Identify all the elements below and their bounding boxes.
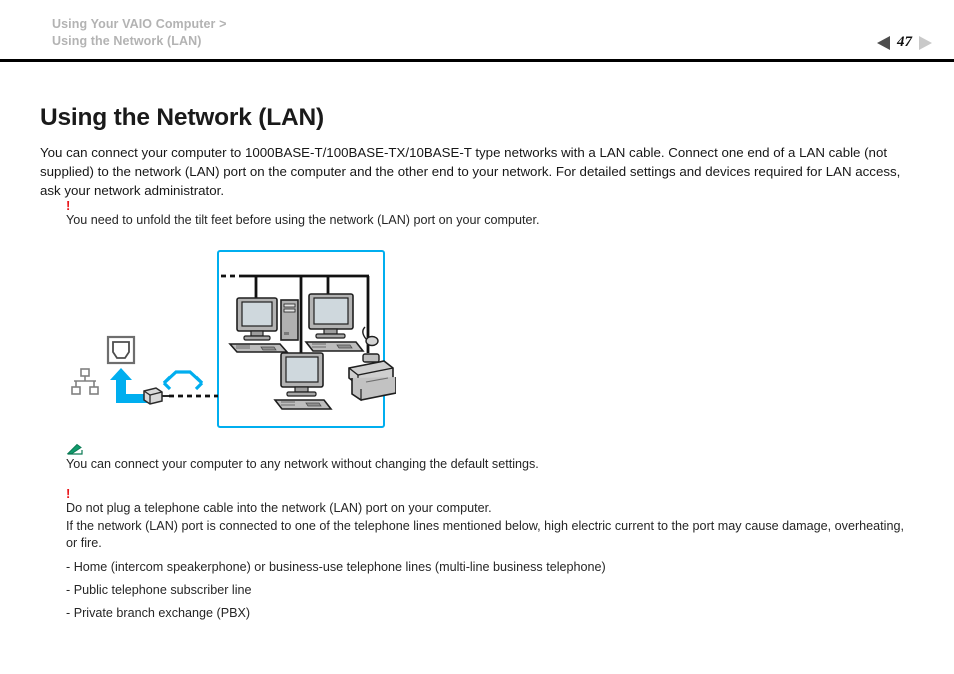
page-header: Using Your VAIO Computer > Using the Net…	[0, 0, 954, 62]
cyan-double-arrow	[162, 370, 204, 391]
red-exclamation-icon: !	[66, 198, 71, 213]
red-exclamation-icon: !	[66, 486, 71, 501]
tip-note: You can connect your computer to any net…	[66, 442, 539, 474]
lan-network-tree-symbol	[71, 368, 99, 395]
breadcrumb-line-1: Using Your VAIO Computer >	[52, 17, 227, 31]
page-title: Using the Network (LAN)	[40, 104, 324, 132]
intro-paragraph: You can connect your computer to 1000BAS…	[40, 145, 901, 199]
caution-note-2: ! Do not plug a telephone cable into the…	[66, 486, 936, 553]
triangle-left-icon[interactable]	[877, 35, 890, 50]
caution-note-2-text: Do not plug a telephone cable into the n…	[66, 501, 904, 550]
triangle-right-icon[interactable]	[919, 35, 932, 50]
diagram-graphics	[71, 274, 396, 410]
rj45-plug-connector	[143, 387, 170, 405]
caution-note-1-text: You need to unfold the tilt feet before …	[66, 213, 540, 227]
page-navigation: 47	[877, 34, 932, 51]
page-number: 47	[897, 34, 912, 50]
desktop-computer-with-mouse	[304, 293, 379, 352]
lan-port-icon	[106, 335, 136, 365]
list-item: - Public telephone subscriber line	[66, 583, 252, 597]
tip-note-text: You can connect your computer to any net…	[66, 457, 539, 471]
lan-connection-diagram	[66, 248, 396, 430]
telephone-line-list: - Home (intercom speakerphone) or busine…	[66, 560, 606, 629]
desktop-computer	[273, 352, 333, 410]
cyan-up-arrow	[110, 368, 152, 403]
list-item: - Private branch exchange (PBX)	[66, 606, 251, 620]
desktop-computer-with-tower	[228, 297, 299, 353]
breadcrumb-line-2: Using the Network (LAN)	[52, 34, 202, 48]
caution-note-1: ! You need to unfold the tilt feet befor…	[66, 198, 540, 230]
printer	[348, 353, 396, 402]
list-item: - Home (intercom speakerphone) or busine…	[66, 560, 606, 574]
green-pencil-note-icon	[66, 443, 83, 455]
breadcrumb: Using Your VAIO Computer > Using the Net…	[52, 16, 227, 50]
